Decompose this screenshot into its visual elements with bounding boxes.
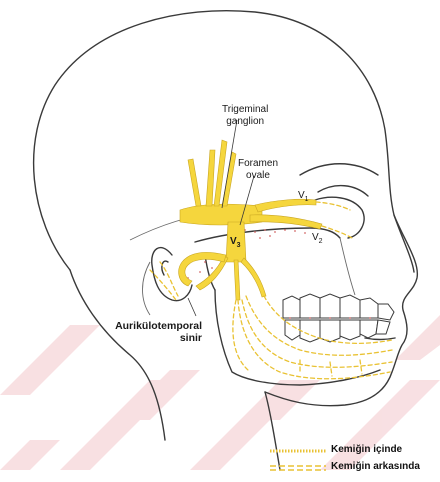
v1-letter: V	[298, 190, 305, 201]
nerve-dashed	[150, 202, 392, 379]
v1-label: V1	[298, 190, 309, 204]
auriculotemporal-label: Aurikülotemporal sinir	[92, 320, 202, 344]
v2-sub: 2	[319, 238, 323, 245]
head-outline	[34, 11, 418, 470]
trigeminal-ganglion-line1: Trigeminal	[222, 104, 268, 116]
foramen-ovale-line2: ovale	[238, 170, 278, 182]
foramen-ovale-label: Foramen ovale	[238, 158, 278, 181]
v3-label: V3	[230, 236, 241, 250]
teeth	[283, 294, 394, 342]
v3-sub: 3	[237, 242, 241, 249]
v3-letter: V	[230, 236, 237, 247]
v2-letter: V	[312, 232, 319, 243]
legend-behind-bone: Kemiğin arkasında	[331, 461, 420, 472]
foramen-ovale-line1: Foramen	[238, 158, 278, 170]
auriculotemporal-leader	[188, 298, 196, 316]
trigeminal-ganglion-line2: ganglion	[222, 116, 268, 128]
trigeminal-ganglion-label: Trigeminal ganglion	[222, 104, 268, 127]
auriculotemporal-line1: Aurikülotemporal	[92, 320, 202, 332]
v1-sub: 1	[305, 196, 309, 203]
legend-inside-bone: Kemiğin içinde	[331, 444, 402, 455]
auriculotemporal-line2: sinir	[92, 332, 202, 344]
v2-label: V2	[312, 232, 323, 246]
